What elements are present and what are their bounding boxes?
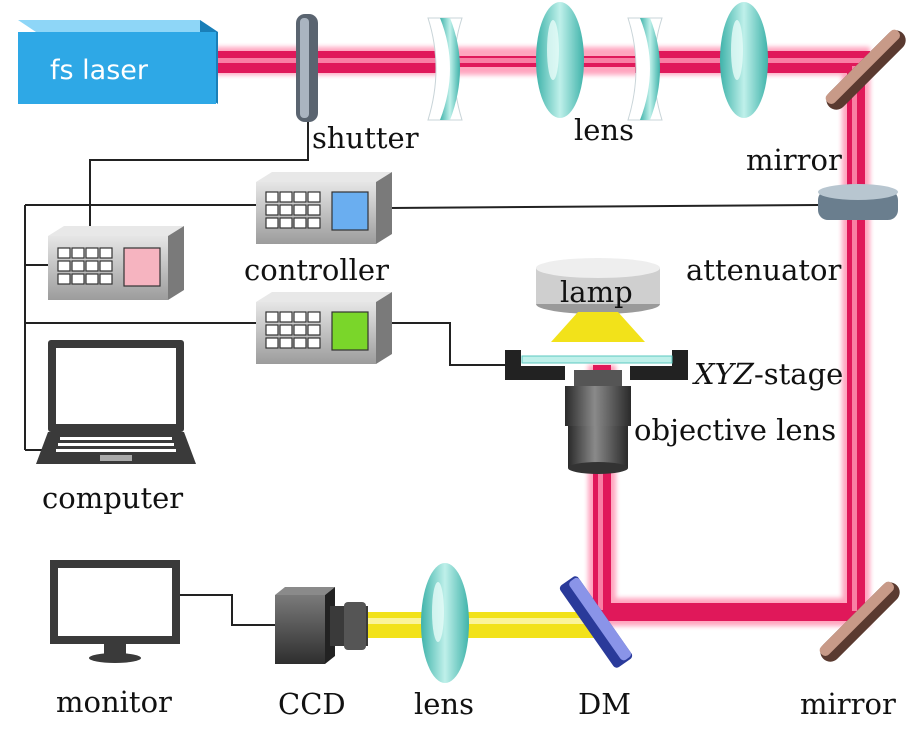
lens-bottom-label: lens: [414, 687, 474, 721]
lens-convex-1: [536, 2, 584, 118]
shutter-label: shutter: [312, 121, 419, 155]
attenuator: [818, 184, 898, 220]
mirror-top: [825, 29, 906, 110]
dm-label: DM: [578, 687, 631, 721]
fs-laser: [18, 20, 218, 104]
lens-bottom: [421, 563, 469, 683]
objective-lens-label: objective lens: [634, 413, 837, 447]
imaging-beam-path: [360, 612, 595, 638]
ccd-camera: [275, 587, 368, 664]
cables: [24, 122, 819, 626]
objective-lens: [565, 370, 631, 474]
controller-label: controller: [244, 253, 389, 287]
controller-box-blue: [256, 172, 392, 244]
lens-top-label: lens: [574, 113, 634, 147]
laser-label: fs laser: [50, 55, 148, 86]
mirror-bottom-label: mirror: [800, 687, 896, 721]
lens-concave-2: [627, 17, 663, 121]
laptop-computer: [36, 340, 196, 464]
xyz-stage-label-italic: XYZ: [694, 357, 754, 391]
mirror-bottom: [819, 581, 900, 662]
controller-box-green: [256, 292, 392, 364]
lens-concave-1: [427, 17, 463, 121]
monitor: [50, 560, 180, 663]
shutter: [296, 14, 318, 122]
mirror-top-label: mirror: [746, 143, 842, 177]
xyz-stage-label-suffix: -stage: [753, 357, 844, 391]
xyz-stage: [505, 350, 688, 380]
lamp-label: lamp: [560, 275, 633, 309]
ccd-label: CCD: [278, 687, 346, 721]
monitor-label: monitor: [56, 685, 172, 719]
dichroic-mirror: [559, 576, 633, 668]
attenuator-label: attenuator: [686, 253, 842, 287]
lens-convex-2: [720, 2, 768, 118]
xyz-stage-label: XYZ-stage: [694, 360, 843, 389]
computer-label: computer: [42, 481, 184, 515]
lamp: [536, 258, 660, 342]
controller-box-pink: [48, 226, 184, 300]
